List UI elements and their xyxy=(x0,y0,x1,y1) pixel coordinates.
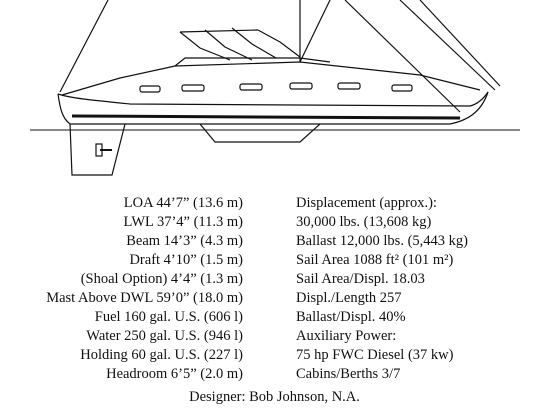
spec-displ-length: Displ./Length 257 xyxy=(296,290,402,306)
spec-ballast-displ: Ballast/Displ. 40% xyxy=(296,309,406,325)
spec-ballast: Ballast 12,000 lbs. (5,443 kg) xyxy=(296,233,468,249)
spec-beam: Beam 14’3” (4.3 m) xyxy=(126,233,243,249)
spec-sail-area: Sail Area 1088 ft² (101 m²) xyxy=(296,252,454,268)
designer-credit: Designer: Bob Johnson, N.A. xyxy=(189,389,360,405)
spec-draft: Draft 4’10” (1.5 m) xyxy=(129,252,243,268)
spec-fuel: Fuel 160 gal. U.S. (606 l) xyxy=(94,309,243,325)
spec-engine: 75 hp FWC Diesel (37 kw) xyxy=(296,347,454,363)
spec-mast-height: Mast Above DWL 59’0” (18.0 m) xyxy=(46,290,243,306)
spec-cabins-berths: Cabins/Berths 3/7 xyxy=(296,366,401,382)
spec-displacement-label: Displacement (approx.): xyxy=(296,195,437,211)
spec-lwl: LWL 37’4” (11.3 m) xyxy=(123,214,243,230)
spec-headroom: Headroom 6’5” (2.0 m) xyxy=(106,366,243,382)
spec-shoal-option: (Shoal Option) 4’4” (1.3 m) xyxy=(80,271,243,287)
spec-displacement: 30,000 lbs. (13,608 kg) xyxy=(296,214,432,230)
spec-loa: LOA 44’7” (13.6 m) xyxy=(123,195,243,211)
spec-sail-area-displ: Sail Area/Displ. 18.03 xyxy=(296,271,425,287)
spec-aux-power-label: Auxiliary Power: xyxy=(296,328,397,344)
sailboat-profile-drawing xyxy=(30,0,520,176)
spec-holding: Holding 60 gal. U.S. (227 l) xyxy=(80,347,243,363)
spec-water: Water 250 gal. U.S. (946 l) xyxy=(86,328,243,344)
